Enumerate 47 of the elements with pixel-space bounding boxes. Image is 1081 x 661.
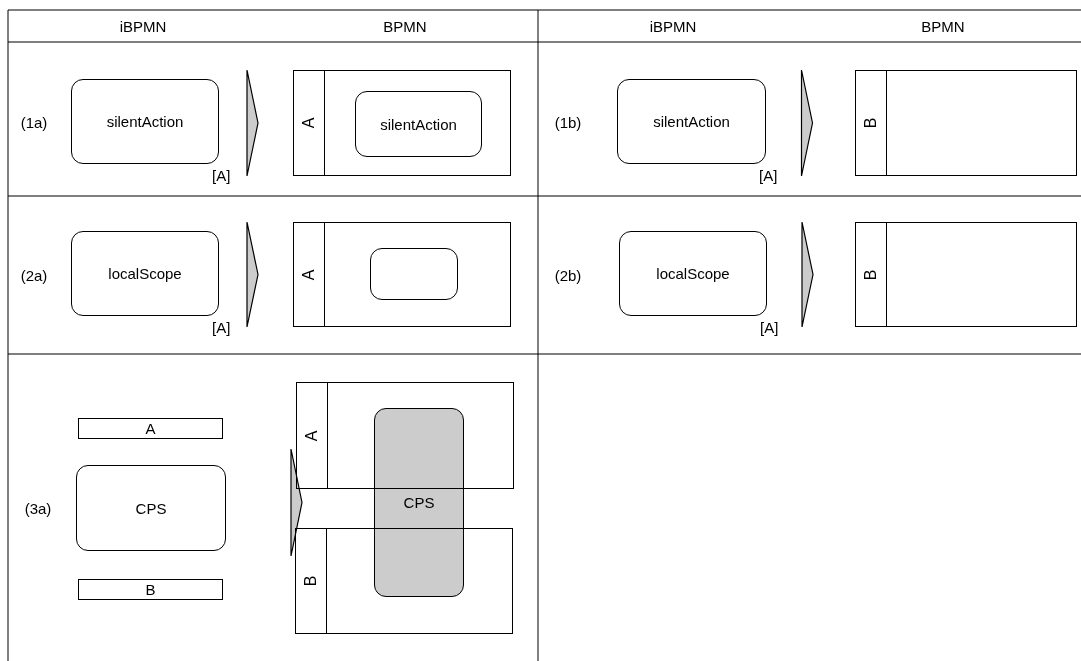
node-label: localScope (108, 265, 182, 282)
column-header: iBPMN (119, 17, 167, 35)
column-header: BPMN (383, 17, 427, 35)
participant-bar (78, 418, 223, 439)
transformation-arrow (290, 448, 303, 557)
task-box (76, 465, 226, 551)
task-box (71, 79, 219, 164)
pool-box (293, 222, 511, 327)
node-label: silentAction (380, 115, 457, 133)
condition-label: [A] (212, 167, 231, 184)
transformation-arrow (246, 69, 259, 177)
participant-bar (78, 579, 223, 600)
choreography-task-box (374, 408, 464, 597)
condition-label: [A] (759, 167, 778, 184)
node-label: CPS (403, 494, 435, 511)
node-label: silentAction (106, 113, 184, 130)
pool-box (855, 70, 1077, 176)
task-box (370, 248, 458, 300)
transformation-arrow (246, 221, 259, 328)
node-label: B (145, 581, 156, 598)
task-box (355, 91, 482, 157)
row-label: (3a) (24, 499, 52, 517)
row-label: (2b) (554, 266, 582, 284)
pool-box (293, 70, 511, 176)
lane-label: A (300, 269, 318, 280)
node-label: localScope (656, 265, 730, 282)
node-label: A (145, 420, 156, 437)
row-label: (1a) (20, 113, 48, 131)
task-box (617, 79, 766, 164)
task-box (619, 231, 767, 316)
node-label: CPS (135, 499, 167, 517)
condition-label: [A] (212, 319, 231, 336)
transformation-arrow (800, 69, 814, 177)
transformation-arrow (801, 221, 814, 328)
lane-label: B (862, 117, 880, 129)
node-label: silentAction (653, 113, 730, 130)
column-header: BPMN (921, 17, 965, 35)
column-header: iBPMN (649, 17, 697, 35)
lane-label: A (300, 117, 318, 129)
row-label: (1b) (554, 113, 582, 131)
condition-label: [A] (760, 319, 779, 336)
pool-box (855, 222, 1077, 327)
row-label: (2a) (20, 266, 48, 284)
lane-label: A (303, 430, 321, 441)
lane-label: B (302, 575, 320, 587)
task-box (71, 231, 219, 316)
lane-label: B (862, 269, 880, 280)
